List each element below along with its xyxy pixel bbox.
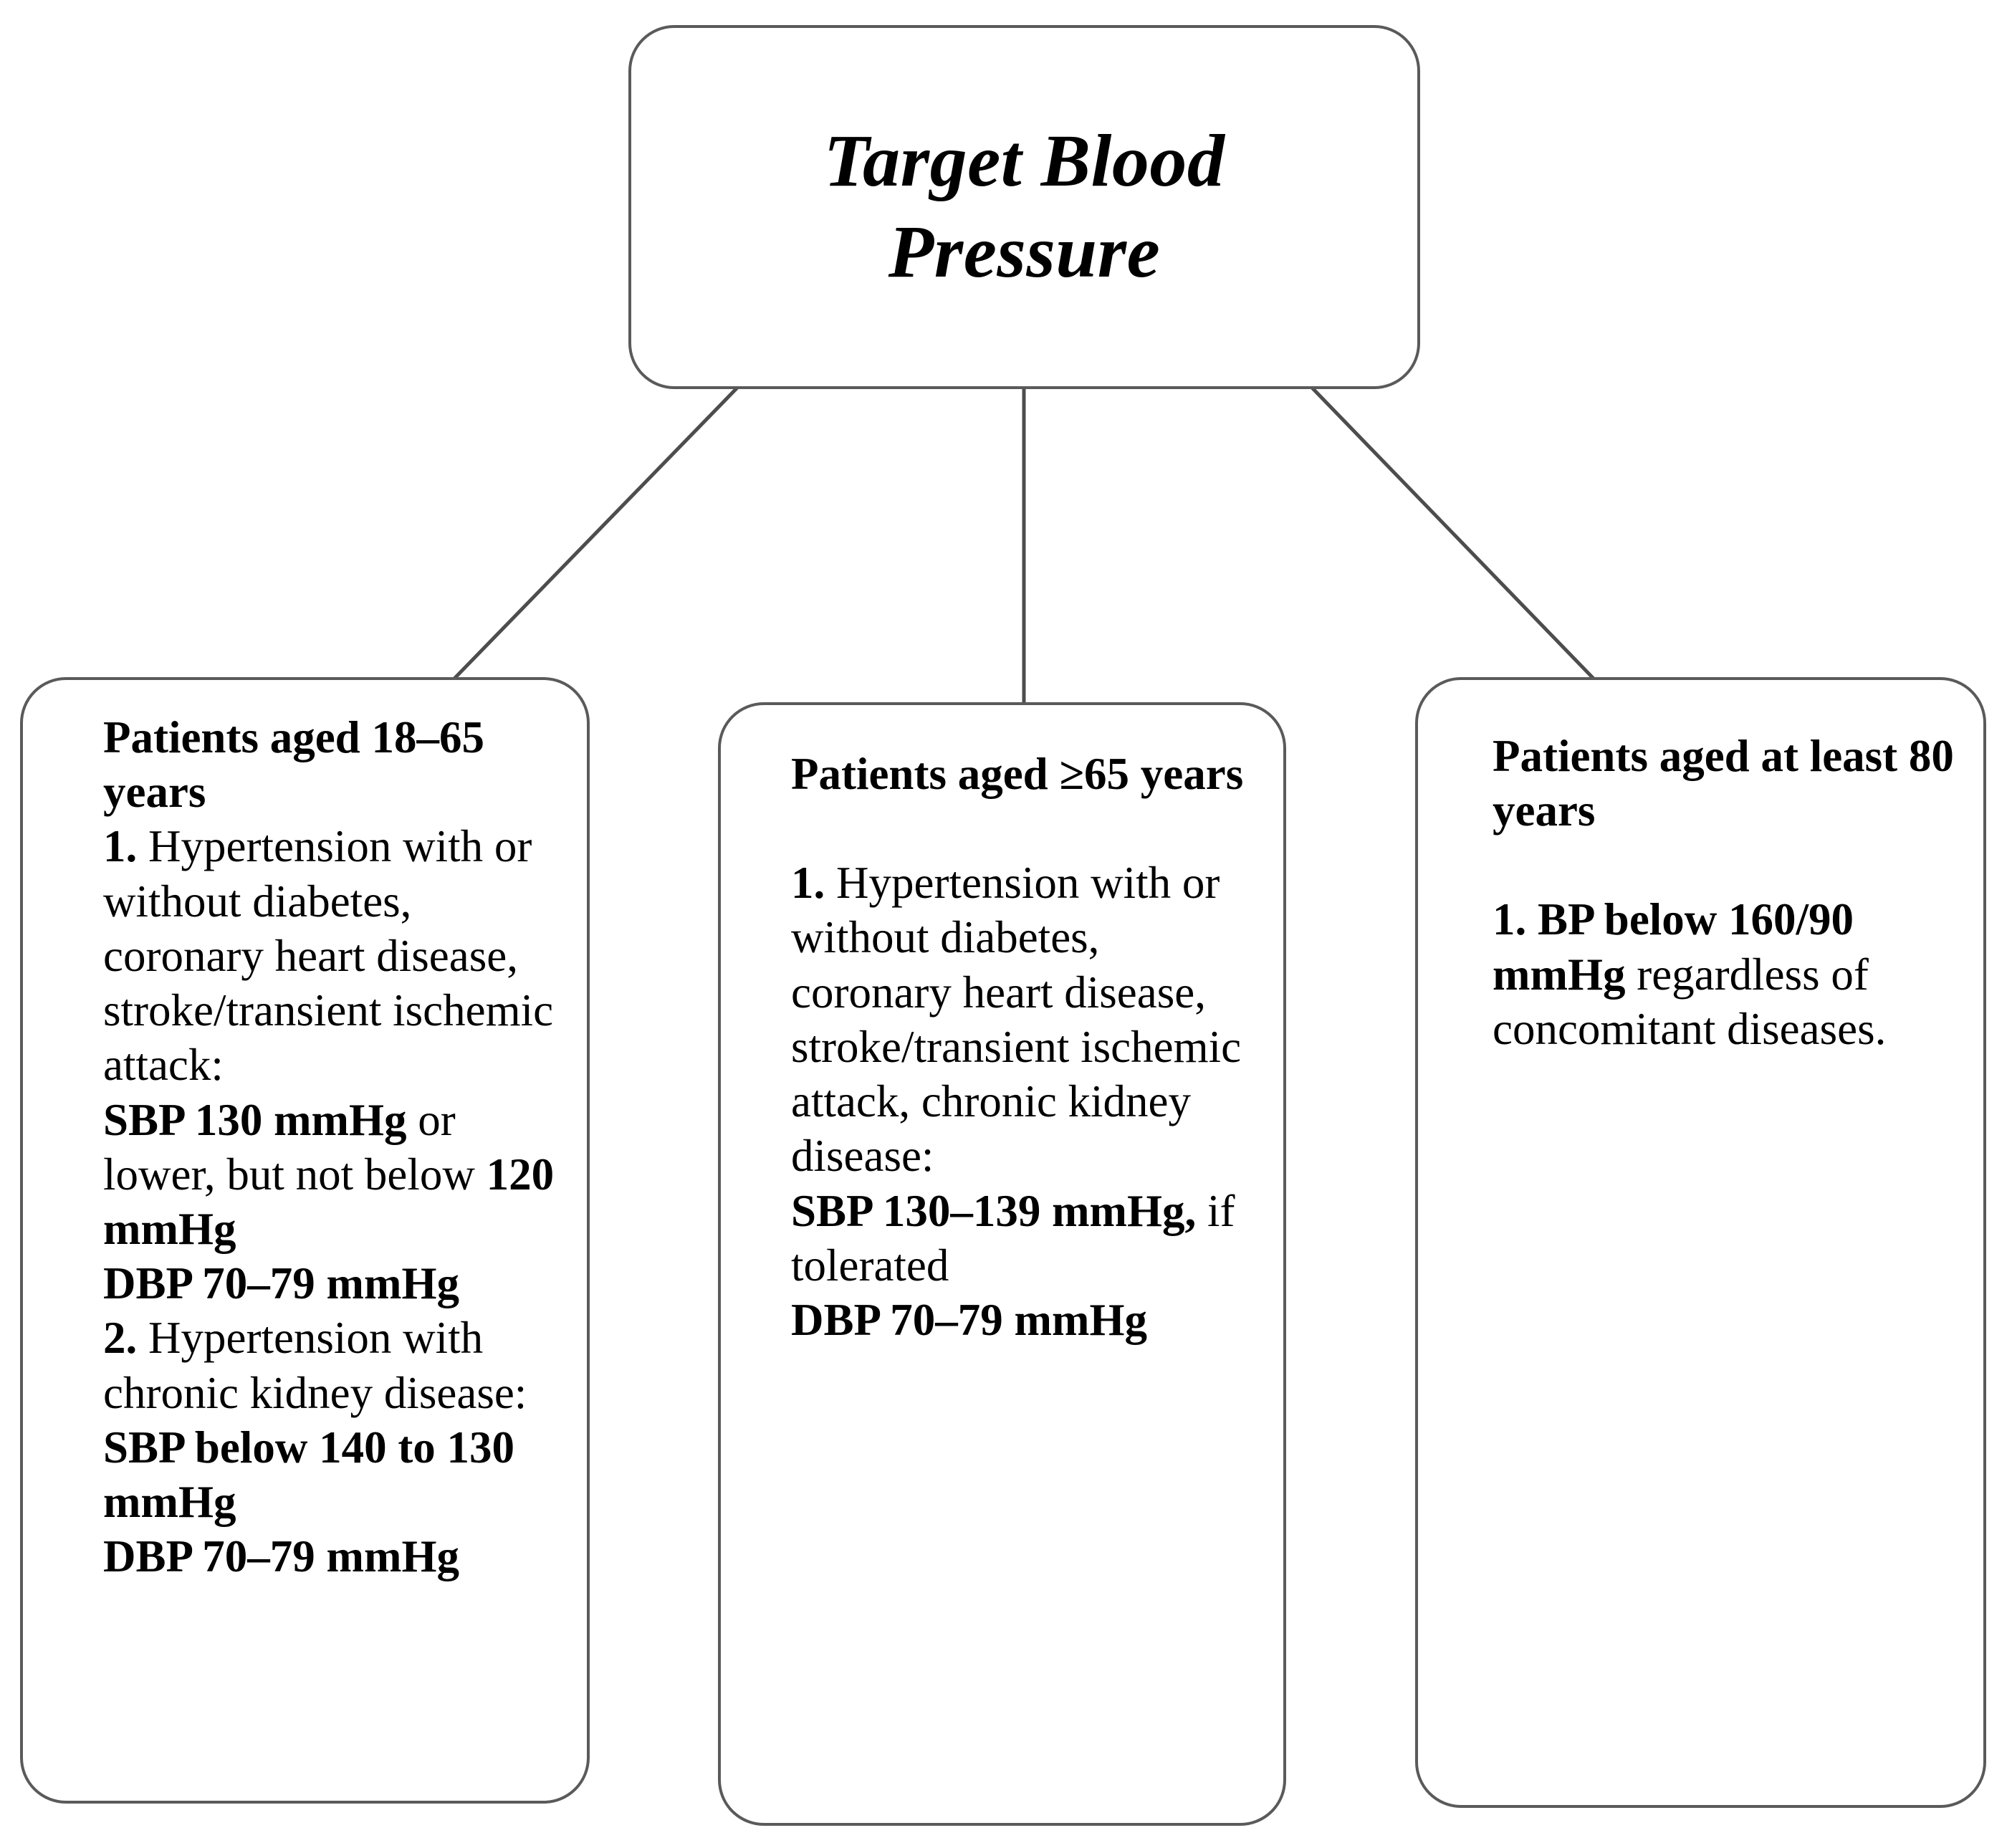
- item-2-number: 2.: [103, 1313, 138, 1364]
- branch-node-aged-65-plus-body: Patients aged ≥65 years 1. Hypertension …: [721, 705, 1283, 1347]
- item-1-qualifier: regardless of concomitant diseases.: [1493, 949, 1887, 1054]
- branch-item-1-dbp-target: DBP 70–79 mmHg: [103, 1258, 459, 1309]
- item-1-sbp-value: SBP 130 mmHg: [103, 1094, 407, 1145]
- item-1-sbp-qualifier: or lower, but not below: [103, 1094, 487, 1200]
- item-1-condition: Hypertension with or without diabetes, c…: [103, 821, 554, 1091]
- branch-item-2-dbp-target: DBP 70–79 mmHg: [103, 1531, 459, 1582]
- branch-item-2-sbp-target: SBP below 140 to 130 mmHg: [103, 1422, 515, 1528]
- branch-item-1-sbp-target: SBP 130 mmHg or lower, but not below 120…: [103, 1093, 570, 1257]
- item-1-sbp-qualifier: if tolerated: [791, 1185, 1235, 1291]
- branch-item-1-sbp-target: SBP 130–139 mmHg, if tolerated: [791, 1184, 1266, 1293]
- branch-item-1-aged-18-65: 1. Hypertension with or without diabetes…: [103, 819, 570, 1092]
- branch-node-aged-65-plus[interactable]: Patients aged ≥65 years 1. Hypertension …: [718, 702, 1286, 1826]
- branch-item-2-aged-18-65: 2. Hypertension with chronic kidney dise…: [103, 1311, 570, 1419]
- item-1-number: 1.: [791, 858, 825, 909]
- item-1-sbp-floor: 120 mmHg: [103, 1149, 555, 1254]
- item-1-condition: Hypertension with or without diabetes, c…: [791, 858, 1242, 1182]
- root-node-target-blood-pressure[interactable]: Target Blood Pressure: [628, 25, 1420, 389]
- root-node-label: Target Blood Pressure: [823, 120, 1225, 293]
- branch-item-1-aged-65-plus: 1. Hypertension with or without diabetes…: [791, 856, 1266, 1183]
- branch-heading-aged-18-65: Patients aged 18–65 years: [103, 712, 484, 818]
- item-2-condition: Hypertension with chronic kidney disease…: [103, 1313, 527, 1418]
- item-1-sbp-value: SBP 130–139 mmHg,: [791, 1185, 1197, 1236]
- branch-item-1-aged-80-plus: 1. BP below 160/90 mmHg regardless of co…: [1493, 892, 1966, 1056]
- heading-spacer: [1493, 838, 1966, 892]
- connector-root-to-left: [452, 386, 739, 681]
- branch-item-1-dbp-target: DBP 70–79 mmHg: [791, 1294, 1147, 1345]
- branch-node-aged-18-65-body: Patients aged 18–65 years 1. Hypertensio…: [23, 680, 587, 1584]
- branch-node-aged-80-plus-body: Patients aged at least 80 years 1. BP be…: [1418, 680, 1983, 1056]
- branch-heading-aged-65-plus: Patients aged ≥65 years: [791, 749, 1244, 799]
- item-1-bp-target: 1. BP below 160/90 mmHg: [1493, 894, 1854, 1000]
- branch-node-aged-18-65[interactable]: Patients aged 18–65 years 1. Hypertensio…: [20, 677, 590, 1804]
- heading-spacer: [791, 801, 1266, 856]
- branch-heading-aged-80-plus: Patients aged at least 80 years: [1493, 731, 1954, 836]
- branch-node-aged-80-plus[interactable]: Patients aged at least 80 years 1. BP be…: [1415, 677, 1986, 1808]
- item-1-number: 1.: [103, 821, 138, 872]
- connector-root-to-right: [1310, 386, 1596, 681]
